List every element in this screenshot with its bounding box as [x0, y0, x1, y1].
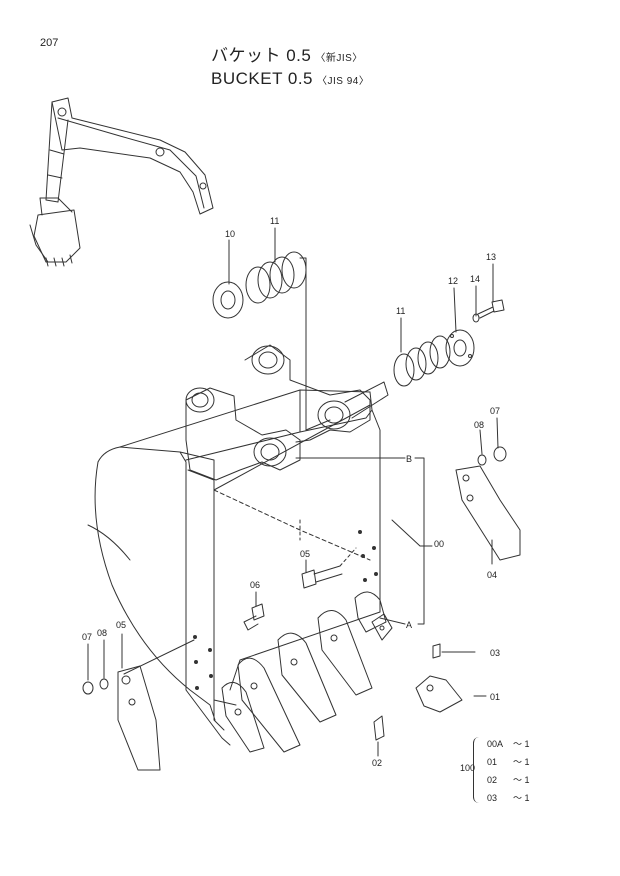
kit-item: 01 ～ 1 — [487, 755, 530, 773]
washer-left — [82, 678, 109, 695]
ref-label-b: B — [406, 454, 412, 464]
kit-brace — [473, 737, 482, 803]
title-japanese-main: バケット 0.5 — [211, 46, 312, 65]
kit-item-code: 03 — [487, 793, 498, 803]
lock-pin — [432, 643, 441, 659]
side-cutter-right — [455, 465, 521, 561]
bolt-13 — [477, 299, 505, 319]
kit-quantity-label: 100 — [460, 763, 476, 773]
part-label-11-upper: 11 — [270, 216, 279, 226]
kit-item-qty: ～ 1 — [513, 775, 530, 785]
kit-item: 02 ～ 1 — [487, 773, 530, 791]
title-japanese: バケット 0.5〈新JIS〉 — [211, 46, 369, 69]
title-english-sub: 〈JIS 94〉 — [317, 76, 370, 87]
part-label-10: 10 — [225, 229, 235, 239]
part-label-13: 13 — [486, 252, 496, 262]
tooth-point — [415, 675, 463, 713]
part-label-07-right: 07 — [490, 406, 500, 416]
part-label-14: 14 — [470, 274, 480, 284]
part-label-11-lower: 11 — [396, 306, 405, 316]
excavator-arm-illustration — [29, 97, 214, 267]
kit-item-qty: ～ 1 — [513, 757, 530, 767]
kit-items: 00A ～ 1 01 ～ 1 02 ～ 1 03 ～ 1 — [487, 737, 530, 809]
title-japanese-sub: 〈新JIS〉 — [315, 53, 363, 64]
adapter-part — [371, 613, 393, 641]
bucket-body — [87, 389, 381, 746]
pin-part-02 — [373, 715, 385, 741]
part-label-06: 06 — [250, 580, 260, 590]
seal-ring-10 — [212, 281, 244, 319]
bracket-plates — [185, 344, 389, 481]
part-label-01: 01 — [490, 692, 500, 702]
bucket-teeth — [221, 591, 387, 753]
kit-item-code: 02 — [487, 775, 498, 785]
side-cutter-left — [117, 665, 161, 771]
title-english: BUCKET 0.5〈JIS 94〉 — [211, 69, 369, 92]
part-label-12: 12 — [448, 276, 458, 286]
plate-12 — [445, 329, 475, 367]
part-label-07-left: 07 — [82, 632, 92, 642]
shim-pack-11-upper — [245, 251, 307, 304]
bolt-05 — [301, 547, 357, 589]
page-number: 207 — [40, 37, 59, 49]
part-label-04: 04 — [487, 570, 497, 580]
part-label-00: 00 — [434, 539, 444, 549]
title-english-main: BUCKET 0.5 — [211, 69, 314, 88]
bolt-06 — [243, 603, 265, 631]
shim-pack-11-lower — [393, 335, 451, 387]
kit-item-qty: ～ 1 — [513, 739, 530, 749]
part-label-05-bolt: 05 — [300, 549, 310, 559]
kit-item: 00A ～ 1 — [487, 737, 530, 755]
part-label-08-left: 08 — [97, 628, 107, 638]
part-label-08-right: 08 — [474, 420, 484, 430]
part-label-03: 03 — [490, 648, 500, 658]
part-label-05-cutter: 05 — [116, 620, 126, 630]
kit-item: 03 ～ 1 — [487, 791, 530, 809]
washer-right — [477, 446, 507, 466]
leader-lines — [87, 227, 499, 757]
kit-item-code: 00A — [487, 739, 504, 749]
title-block: バケット 0.5〈新JIS〉 BUCKET 0.5〈JIS 94〉 — [211, 46, 369, 92]
part-labels: 10 11 11 12 13 14 07 08 B 00 05 04 06 A … — [82, 216, 500, 768]
kit-item-qty: ～ 1 — [513, 793, 530, 803]
part-label-02: 02 — [372, 758, 382, 768]
kit-item-code: 01 — [487, 757, 498, 767]
ref-label-a: A — [406, 620, 412, 630]
